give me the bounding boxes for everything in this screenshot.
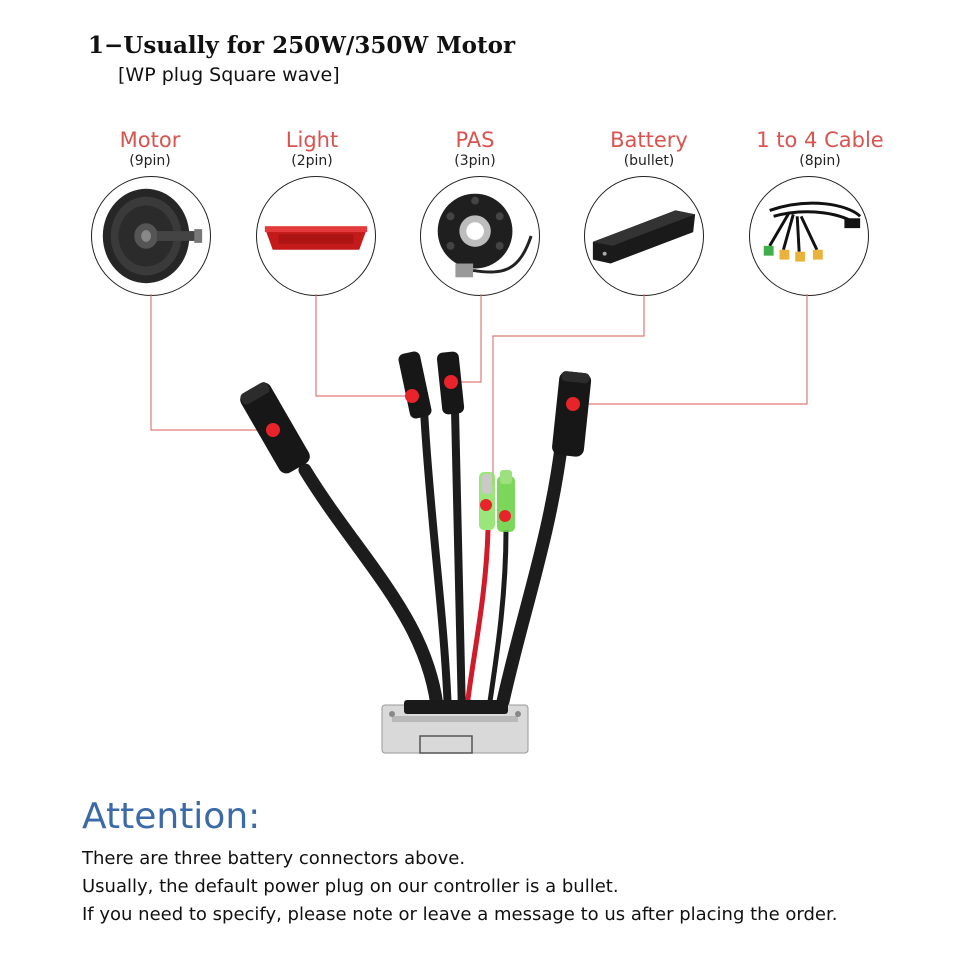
component-name: Light	[285, 128, 339, 152]
component-name: 1 to 4 Cable	[756, 128, 884, 152]
component-pins: (8pin)	[799, 153, 841, 169]
light-connector	[398, 351, 432, 419]
component-pins: (bullet)	[623, 153, 675, 169]
split-cable-icon	[749, 176, 869, 296]
leader-line-pas	[452, 294, 482, 383]
pas-cable	[451, 409, 466, 716]
controller-box	[381, 700, 529, 754]
attention-title: Attention:	[82, 796, 261, 837]
section-subtitle: [WP plug Square wave]	[118, 64, 340, 86]
light-cable	[420, 409, 452, 716]
battery-black-wire	[485, 529, 509, 716]
marker-dot-light	[405, 389, 419, 403]
component-pins: (2pin)	[291, 153, 333, 169]
cable-8pin	[493, 433, 569, 722]
leader-line-battery	[492, 294, 645, 486]
battery-red-wire	[463, 529, 491, 716]
attention-line-1: There are three battery connectors above…	[82, 848, 466, 869]
component-label-cable: 1 to 4 Cable (8pin)	[740, 128, 900, 169]
leader-line-motor	[150, 294, 270, 431]
leader-line-cable	[576, 294, 808, 405]
component-label-light: Light (2pin)	[232, 128, 392, 169]
component-label-battery: Battery (bullet)	[569, 128, 729, 169]
component-name: Motor	[119, 128, 181, 152]
marker-dot-motor	[266, 423, 280, 437]
marker-dot-pas	[444, 375, 458, 389]
component-label-pas: PAS (3pin)	[395, 128, 555, 169]
component-pins: (9pin)	[129, 153, 171, 169]
marker-dot-cable	[566, 397, 580, 411]
component-pins: (3pin)	[454, 153, 496, 169]
section-title: 1−Usually for 250W/350W Motor	[88, 32, 516, 59]
attention-line-3: If you need to specify, please note or l…	[82, 904, 838, 925]
cable-8pin-connector	[552, 371, 592, 457]
hub-motor-icon	[91, 176, 211, 296]
harness-diagram	[150, 294, 808, 754]
attention-line-2: Usually, the default power plug on our c…	[82, 876, 619, 897]
marker-dot-battery-a	[480, 499, 492, 511]
leader-line-light	[315, 294, 408, 397]
marker-dot-battery-b	[499, 510, 511, 522]
battery-pack-icon	[584, 176, 704, 296]
component-label-motor: Motor (9pin)	[70, 128, 230, 169]
component-name: PAS	[455, 128, 495, 152]
pas-sensor-icon	[420, 176, 540, 296]
motor-cable	[298, 463, 445, 722]
tail-light-icon	[256, 176, 376, 296]
component-name: Battery	[610, 128, 688, 152]
